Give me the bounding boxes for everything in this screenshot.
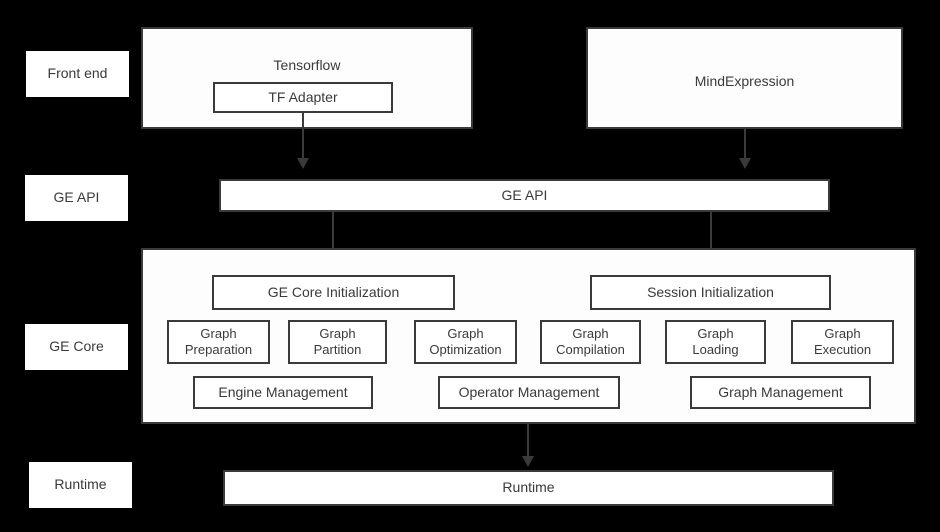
tf-adapter-box[interactable]: TF Adapter bbox=[213, 82, 393, 113]
graph-loading-box[interactable]: Graph Loading bbox=[665, 320, 766, 364]
layer-label-ge-api: GE API bbox=[25, 175, 128, 221]
tensorflow-panel[interactable]: Tensorflow bbox=[141, 27, 473, 129]
layer-label-runtime: Runtime bbox=[29, 462, 132, 508]
mindexpression-title: MindExpression bbox=[694, 73, 795, 89]
ge-core-initialization-box[interactable]: GE Core Initialization bbox=[212, 275, 455, 310]
connector-ge-core-to-runtime-line bbox=[527, 424, 529, 457]
ge-api-bar[interactable]: GE API bbox=[219, 179, 830, 212]
graph-preparation-box[interactable]: Graph Preparation bbox=[167, 320, 270, 364]
graph-compilation-box[interactable]: Graph Compilation bbox=[540, 320, 641, 364]
connector-tf-adapter-to-ge-api-arrow bbox=[297, 158, 309, 169]
graph-management-box[interactable]: Graph Management bbox=[690, 376, 871, 409]
mindexpression-panel[interactable]: MindExpression bbox=[586, 27, 903, 129]
graph-partition-box[interactable]: Graph Partition bbox=[288, 320, 387, 364]
graph-optimization-box[interactable]: Graph Optimization bbox=[414, 320, 517, 364]
engine-management-box[interactable]: Engine Management bbox=[193, 376, 373, 409]
graph-execution-box[interactable]: Graph Execution bbox=[791, 320, 894, 364]
connector-mindexpression-to-ge-api-arrow bbox=[739, 158, 751, 169]
connector-ge-api-to-session-init-line bbox=[710, 212, 712, 254]
connector-ge-api-to-ge-core-init-line bbox=[332, 212, 334, 254]
tensorflow-title: Tensorflow bbox=[273, 57, 341, 73]
layer-label-front-end: Front end bbox=[26, 51, 129, 97]
session-initialization-box[interactable]: Session Initialization bbox=[590, 275, 831, 310]
operator-management-box[interactable]: Operator Management bbox=[438, 376, 620, 409]
connector-tf-adapter-to-ge-api-line bbox=[302, 113, 304, 161]
runtime-bar[interactable]: Runtime bbox=[223, 470, 834, 506]
connector-ge-core-to-runtime-arrow bbox=[522, 456, 534, 467]
layer-label-ge-core: GE Core bbox=[25, 324, 128, 370]
connector-mindexpression-to-ge-api-line bbox=[744, 129, 746, 161]
